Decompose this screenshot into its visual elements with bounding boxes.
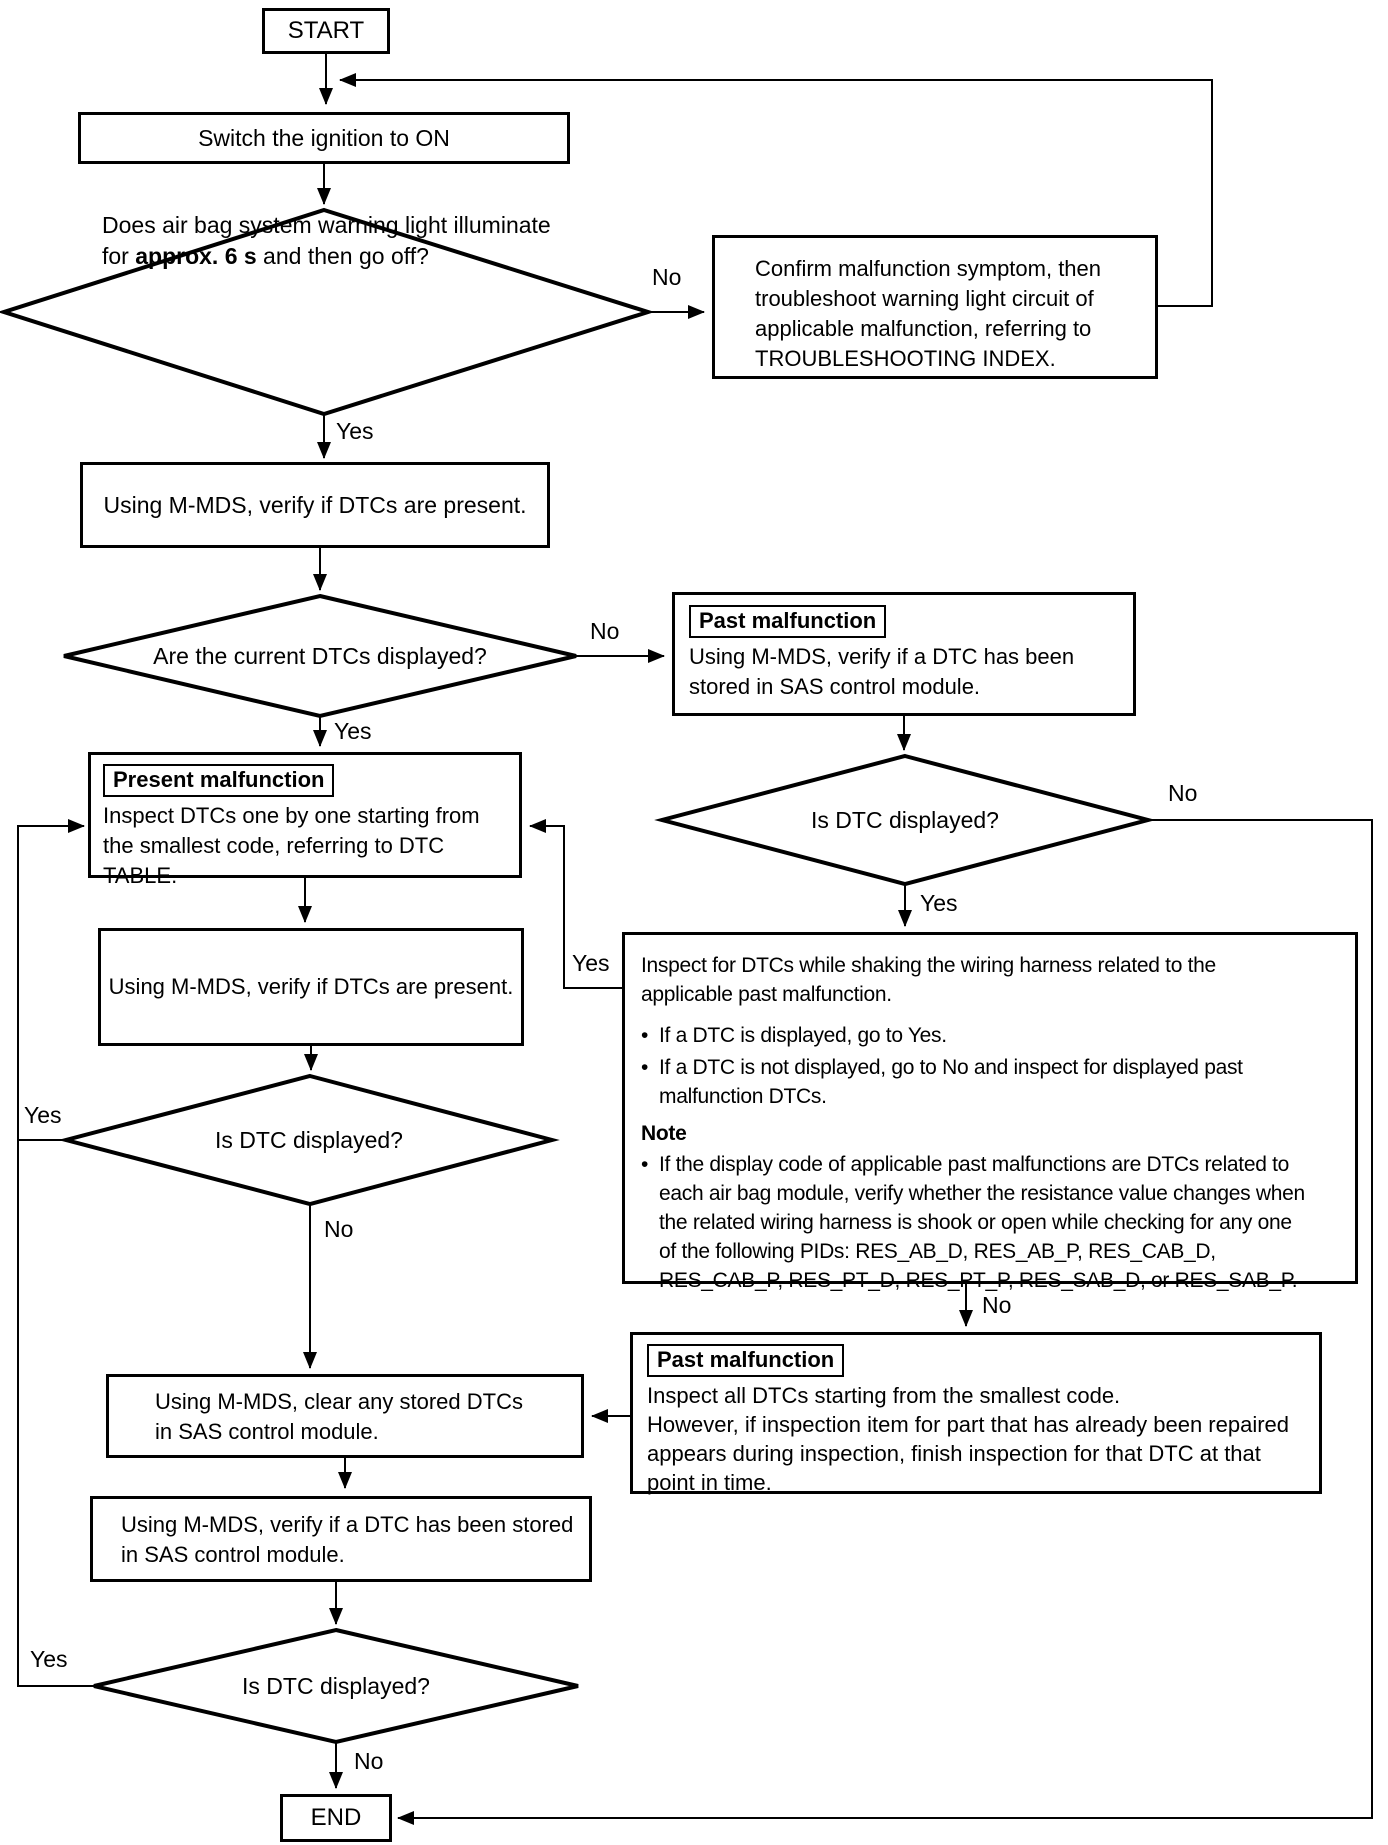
bullet-glyph: •	[641, 1024, 649, 1047]
start-terminal: START	[262, 8, 390, 54]
edge-label-no-current: No	[590, 618, 620, 644]
note-heading: Note	[641, 1122, 687, 1145]
decision-diamond-current-dtcs	[63, 593, 577, 719]
edge-label-yes-warning: Yes	[336, 418, 374, 444]
past-malfunction-tag-2: Past malfunction	[647, 1344, 845, 1377]
connector-shake-yes-to-present	[529, 819, 622, 989]
process-past-malfunction-inspect: Past malfunction Inspect all DTCs starti…	[630, 1332, 1322, 1495]
shake-harness-paragraph: Inspect for DTCs while shaking the wirin…	[641, 954, 1216, 1006]
edge-label-no-warning: No	[652, 264, 682, 290]
decision-diamond-dtc-displayed-bottom	[93, 1627, 579, 1745]
shake-harness-bullet-2: If a DTC is not displayed, go to No and …	[659, 1056, 1243, 1108]
past-malfunction-tag-1: Past malfunction	[689, 605, 887, 638]
end-label: END	[310, 1804, 362, 1831]
process-switch-ignition: Switch the ignition to ON	[78, 112, 570, 164]
present-malfunction-tag: Present malfunction	[103, 764, 335, 797]
edge-label-yes-right-diamond: Yes	[920, 890, 958, 916]
past-malfunction-inspect-text: Inspect all DTCs starting from the small…	[647, 1383, 1290, 1495]
note-bullet-text: If the display code of applicable past m…	[659, 1153, 1305, 1292]
switch-ignition-label: Switch the ignition to ON	[198, 124, 450, 151]
process-verify-dtcs-2: Using M-MDS, verify if DTCs are present.	[98, 928, 524, 1046]
bullet-glyph: •	[641, 1056, 649, 1079]
process-confirm-malfunction: Confirm malfunction symptom, then troubl…	[712, 235, 1158, 379]
process-verify-dtcs-1: Using M-MDS, verify if DTCs are present.	[80, 462, 550, 548]
process-clear-dtcs: Using M-MDS, clear any stored DTCs in SA…	[106, 1374, 584, 1458]
edge-label-yes-current: Yes	[334, 718, 372, 744]
edge-label-yes-shake-loop: Yes	[572, 950, 610, 976]
past-malfunction-check-text: Using M-MDS, verify if a DTC has been st…	[689, 644, 1075, 699]
edge-label-yes-left-diamond: Yes	[24, 1102, 62, 1128]
edge-label-no-shake-note: No	[982, 1292, 1012, 1318]
connector-bottom-yes-loop-to-present	[17, 819, 96, 1687]
edge-label-no-bottom-diamond: No	[354, 1748, 384, 1774]
edge-label-no-right-diamond: No	[1168, 780, 1198, 806]
decision-diamond-dtc-displayed-right	[654, 753, 1156, 887]
confirm-malfunction-text: Confirm malfunction symptom, then troubl…	[755, 256, 1102, 371]
end-terminal: END	[280, 1794, 392, 1842]
shake-harness-bullet-1: If a DTC is displayed, go to Yes.	[659, 1024, 947, 1047]
process-present-malfunction: Present malfunction Inspect DTCs one by …	[88, 752, 522, 888]
process-shake-harness-note: Inspect for DTCs while shaking the wirin…	[622, 932, 1358, 1292]
connector-confirm-feedback-loop	[339, 73, 1213, 307]
verify-dtcs-1-label: Using M-MDS, verify if DTCs are present.	[103, 491, 527, 518]
process-verify-dtc-stored: Using M-MDS, verify if a DTC has been st…	[90, 1496, 592, 1582]
edge-label-yes-bottom-diamond: Yes	[30, 1646, 68, 1672]
verify-dtc-stored-text: Using M-MDS, verify if a DTC has been st…	[121, 1512, 574, 1567]
edge-label-no-left-diamond: No	[324, 1216, 354, 1242]
decision-diamond-dtc-displayed-left	[58, 1073, 560, 1207]
bullet-glyph: •	[641, 1153, 649, 1176]
process-past-malfunction-check: Past malfunction Using M-MDS, verify if …	[672, 592, 1136, 716]
start-label: START	[287, 17, 365, 44]
verify-dtcs-2-label: Using M-MDS, verify if DTCs are present.	[108, 974, 514, 999]
connector-right-no-to-end	[397, 819, 1373, 1825]
present-malfunction-text: Inspect DTCs one by one starting from th…	[103, 803, 480, 888]
clear-dtcs-text: Using M-MDS, clear any stored DTCs in SA…	[155, 1389, 523, 1444]
decision-diamond-warning-light	[0, 207, 655, 417]
